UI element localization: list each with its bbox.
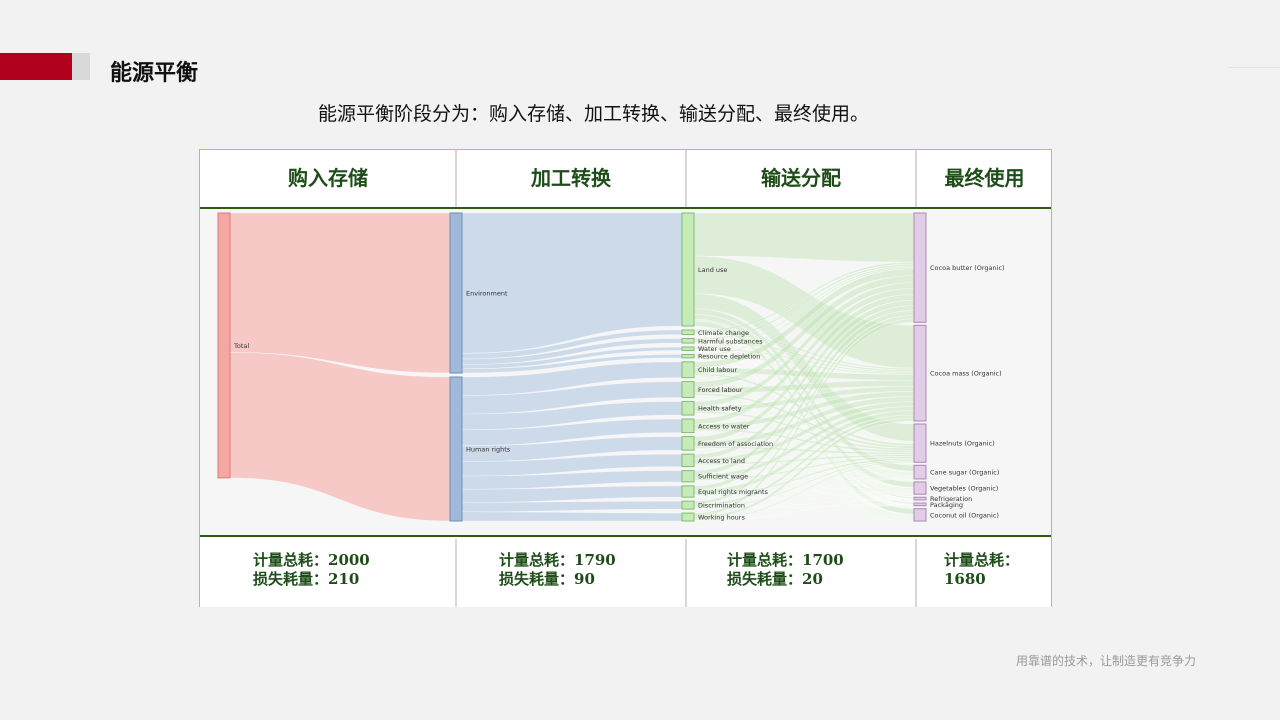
footer-total-consumption: 计量总耗：2000 <box>253 551 370 569</box>
sankey-node-stage2 <box>449 212 463 374</box>
footer-divider <box>455 539 457 607</box>
table-footer-row: 计量总耗：2000 损失耗量：210 计量总耗：1790 损失耗量：90 计量总… <box>200 537 1051 607</box>
sankey-node-stage4-label: Coconut oil (Organic) <box>930 511 999 519</box>
sankey-node-stage3 <box>681 500 695 510</box>
sankey-node-stage3 <box>681 418 695 434</box>
sankey-node-stage3-label: Health safety <box>698 405 742 413</box>
sankey-node-stage3 <box>681 329 695 336</box>
sankey-node-stage3 <box>681 353 695 359</box>
footer-divider <box>915 539 917 607</box>
header-divider <box>455 150 457 207</box>
footer-loss: 损失耗量：90 <box>499 570 595 588</box>
sankey-node-source-label: Total <box>233 342 249 350</box>
sankey-node-stage3 <box>681 400 695 416</box>
sankey-node-stage4 <box>913 423 927 463</box>
sankey-node-stage4 <box>913 496 927 501</box>
sankey-node-stage3-label: Child labour <box>698 366 737 374</box>
sankey-node-stage3-label: Water use <box>698 345 731 353</box>
sankey-node-stage3 <box>681 436 695 451</box>
sankey-node-stage3-label: Discrimination <box>698 502 745 510</box>
sankey-node-stage3 <box>681 346 695 351</box>
sankey-node-stage4 <box>913 324 927 422</box>
sankey-node-stage3-label: Land use <box>698 266 727 274</box>
title-accent-block <box>72 53 90 80</box>
sankey-node-stage3-label: Access to land <box>698 457 745 465</box>
sankey-node-stage4-label: Vegetables (Organic) <box>930 485 998 493</box>
sankey-node-stage3 <box>681 485 695 498</box>
sankey-link <box>461 511 683 522</box>
footer-value: 1680 <box>944 570 986 588</box>
footer-divider <box>685 539 687 607</box>
sankey-node-stage4 <box>913 212 927 323</box>
sankey-node-stage4-label: Cocoa butter (Organic) <box>930 264 1005 272</box>
footer-loss: 损失耗量：20 <box>727 570 823 588</box>
title-accent-bar <box>0 53 72 80</box>
footer-stage-3: 计量总耗：1700 损失耗量：20 <box>727 551 844 589</box>
footer-slogan: 用靠谱的技术，让制造更有竞争力 <box>1016 654 1197 668</box>
footer-total-consumption: 计量总耗： <box>944 551 1020 569</box>
sankey-node-stage3-label: Sufficient wage <box>698 473 748 481</box>
sankey-node-stage3-label: Climate change <box>698 329 749 337</box>
sankey-node-stage4 <box>913 481 927 495</box>
sankey-node-stage4 <box>913 502 927 507</box>
sankey-node-stage2-label: Environment <box>466 290 508 298</box>
footer-stage-4: 计量总耗： 1680 <box>944 551 1019 589</box>
header-final-use: 最终使用 <box>944 166 1025 190</box>
page-subtitle: 能源平衡阶段分为：购入存储、加工转换、输送分配、最终使用。 <box>318 103 870 125</box>
sankey-node-source <box>217 212 231 479</box>
footer-stage-1: 计量总耗：2000 损失耗量：210 <box>253 551 370 589</box>
sankey-node-stage3-label: Working hours <box>698 514 745 522</box>
sankey-node-stage2 <box>449 376 463 522</box>
sankey-link <box>229 212 451 374</box>
sankey-node-stage3 <box>681 512 695 522</box>
header-divider <box>915 150 917 207</box>
sankey-node-stage3-label: Freedom of association <box>698 440 773 448</box>
footer-stage-2: 计量总耗：1790 损失耗量：90 <box>499 551 616 589</box>
sankey-node-stage3-label: Equal rights migrants <box>698 488 769 496</box>
sankey-node-stage3-label: Resource depletion <box>698 353 760 361</box>
sankey-node-stage4-label: Cocoa mass (Organic) <box>930 370 1002 378</box>
footer-loss: 损失耗量：210 <box>253 570 360 588</box>
sankey-node-stage4-label: Cane sugar (Organic) <box>930 469 999 477</box>
sankey-node-stage3 <box>681 453 695 468</box>
footer-total-consumption: 计量总耗：1790 <box>499 551 616 569</box>
sankey-link <box>461 500 683 513</box>
sankey-node-stage4-label: Hazelnuts (Organic) <box>930 440 995 448</box>
sankey-link <box>693 212 915 263</box>
header-rule <box>1228 67 1280 68</box>
sankey-node-stage4-label: Refrigeration <box>930 495 972 503</box>
table-header-row: 购入存储 加工转换 输送分配 最终使用 <box>200 150 1051 209</box>
sankey-node-stage3 <box>681 212 695 327</box>
page-title: 能源平衡 <box>110 61 199 86</box>
sankey-link <box>229 352 451 522</box>
sankey-node-stage3 <box>681 470 695 483</box>
sankey-node-stage4 <box>913 508 927 522</box>
sankey-node-stage3 <box>681 381 695 398</box>
header-purchase-storage: 购入存储 <box>288 166 368 190</box>
sankey-node-stage2-label: Human rights <box>466 446 511 454</box>
sankey-node-stage4-label: Packaging <box>930 501 963 509</box>
sankey-node-stage3 <box>681 338 695 344</box>
header-divider <box>685 150 687 207</box>
footer-total-consumption: 计量总耗：1700 <box>727 551 844 569</box>
sankey-node-stage4 <box>913 464 927 480</box>
sankey-node-stage3-label: Access to water <box>698 422 750 430</box>
sankey-node-stage3-label: Forced labour <box>698 386 743 394</box>
sankey-node-stage3-label: Harmful substances <box>698 337 763 345</box>
sankey-node-stage3 <box>681 361 695 379</box>
sankey-links <box>229 212 915 522</box>
header-transmission-distribution: 输送分配 <box>761 166 841 190</box>
header-processing-conversion: 加工转换 <box>531 166 611 190</box>
